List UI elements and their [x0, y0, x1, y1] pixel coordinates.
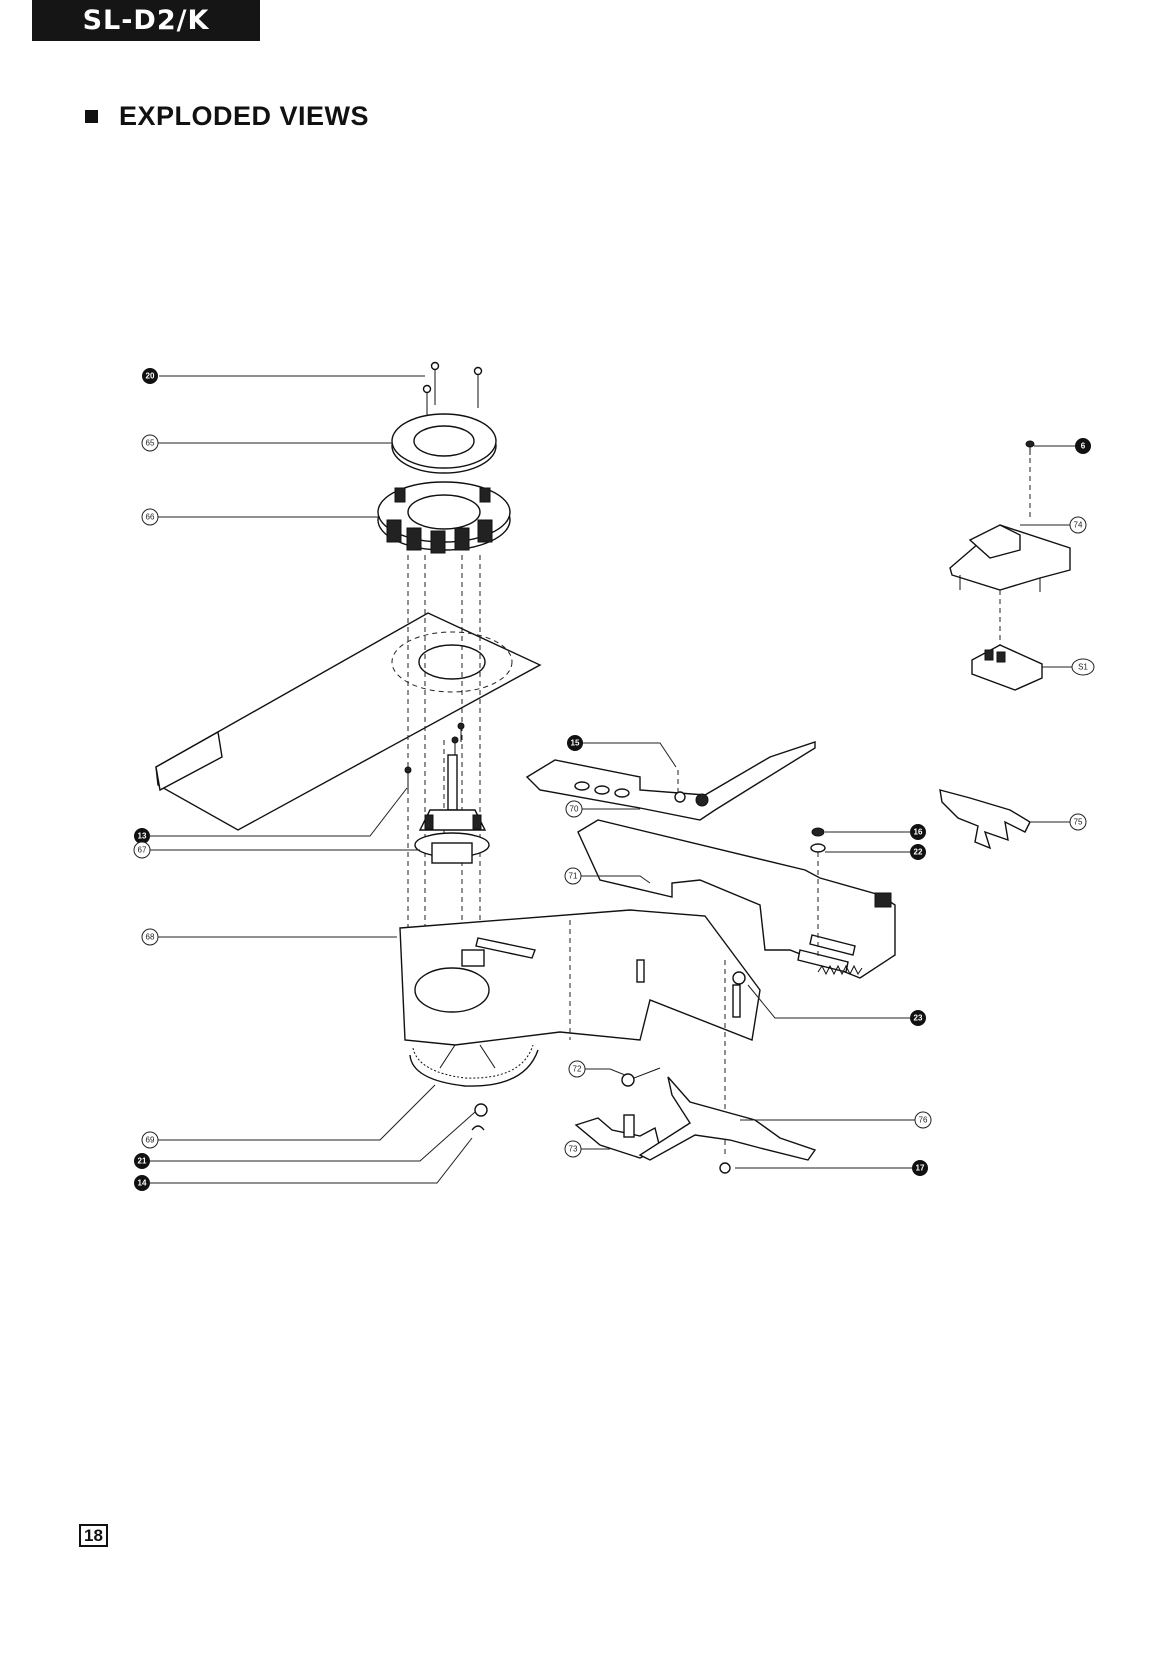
callout-75: 75 [1070, 814, 1086, 830]
callout-15: 15 [567, 735, 583, 751]
callout-17: 17 [912, 1160, 928, 1176]
svg-text:23: 23 [914, 1014, 923, 1023]
callout-72: 72 [569, 1061, 585, 1077]
part-66-stator-coil [378, 482, 510, 553]
svg-text:74: 74 [1074, 521, 1083, 530]
svg-text:76: 76 [919, 1116, 928, 1125]
svg-text:72: 72 [573, 1065, 582, 1074]
callout-66: 66 [142, 509, 158, 525]
callout-14: 14 [134, 1175, 150, 1191]
page-number: 18 [79, 1524, 108, 1547]
callout-6: 6 [1075, 438, 1091, 454]
part-65-bearing-ring [392, 414, 496, 473]
svg-text:70: 70 [570, 805, 579, 814]
svg-text:14: 14 [138, 1179, 147, 1188]
svg-text:17: 17 [916, 1164, 925, 1173]
callout-21: 21 [134, 1153, 150, 1169]
svg-text:69: 69 [146, 1136, 155, 1145]
callout-70: 70 [566, 801, 582, 817]
callout-20: 20 [142, 368, 158, 384]
svg-text:6: 6 [1081, 442, 1086, 451]
svg-text:13: 13 [138, 832, 147, 841]
callout-22: 22 [910, 844, 926, 860]
part-72-73-arm [576, 1068, 660, 1158]
callout-23: 23 [910, 1010, 926, 1026]
svg-text:71: 71 [569, 872, 578, 881]
svg-text:21: 21 [138, 1157, 147, 1166]
callout-69: 69 [142, 1132, 158, 1148]
callout-73: 73 [565, 1141, 581, 1157]
callout-16: 16 [910, 824, 926, 840]
part-76-lever [640, 1077, 815, 1173]
callout-68: 68 [142, 929, 158, 945]
svg-text:67: 67 [138, 846, 147, 855]
svg-text:75: 75 [1074, 818, 1083, 827]
svg-text:15: 15 [571, 739, 580, 748]
part-s1-switch [972, 645, 1042, 690]
part-69-gear [410, 1045, 538, 1086]
part-74-switch-holder [950, 525, 1070, 645]
screw-6 [1026, 441, 1034, 520]
svg-text:68: 68 [146, 933, 155, 942]
callout-71: 71 [565, 868, 581, 884]
part-75-bracket [940, 790, 1030, 848]
svg-text:65: 65 [146, 439, 155, 448]
svg-text:20: 20 [146, 372, 155, 381]
svg-text:66: 66 [146, 513, 155, 522]
part-67-spindle-motor [415, 755, 489, 863]
svg-text:73: 73 [569, 1145, 578, 1154]
part-pcb-plate [156, 613, 540, 830]
svg-text:S1: S1 [1078, 663, 1088, 672]
callout-s1: S1 [1072, 659, 1094, 675]
callout-76: 76 [915, 1112, 931, 1128]
svg-text:16: 16 [914, 828, 923, 837]
callout-67: 67 [134, 842, 150, 858]
svg-text:22: 22 [914, 848, 923, 857]
callout-65: 65 [142, 435, 158, 451]
washers-21-14 [472, 1104, 487, 1130]
callout-74: 74 [1070, 517, 1086, 533]
